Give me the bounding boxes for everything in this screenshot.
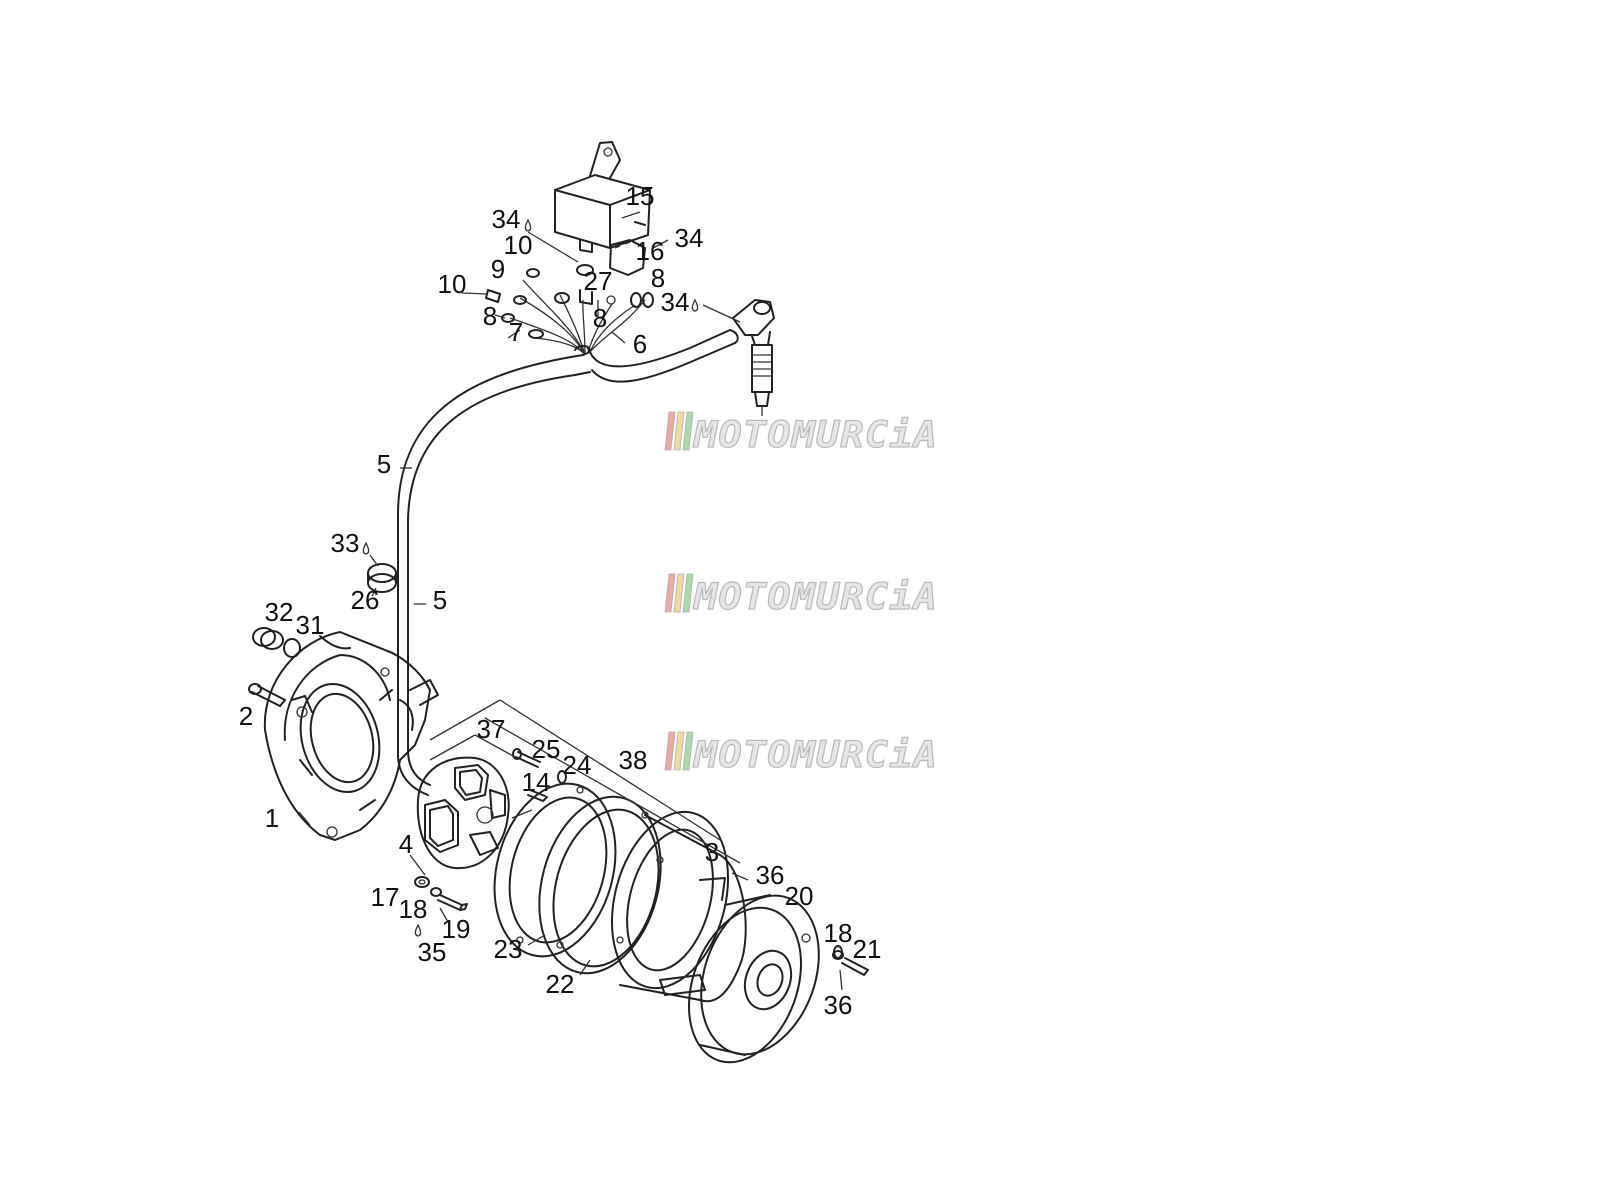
callout-9: 9: [491, 254, 505, 284]
watermark-text: MOTOMURCiA: [693, 415, 938, 456]
wiring-terminals: [485, 268, 654, 356]
screw-part-14: [527, 789, 548, 802]
circlip-part-31: [283, 638, 301, 658]
callout-18: 18: [824, 918, 853, 948]
callout-22: 22: [546, 969, 575, 999]
watermark-logo: MOTOMURCiA: [664, 411, 938, 457]
spark-plug-cap: [732, 299, 775, 346]
callout-35: 35: [418, 937, 447, 967]
callout-27: 27: [584, 266, 613, 296]
callout-3: 3: [705, 837, 719, 867]
callout-10: 10: [504, 230, 533, 260]
callout-37: 37: [477, 714, 506, 744]
grommet-part-26: [367, 563, 397, 593]
callout-36: 36: [756, 860, 785, 890]
callout-23: 23: [494, 934, 523, 964]
rotor-part-3: [610, 810, 747, 1003]
screw-part-19: [437, 894, 468, 911]
watermark-stripe: [673, 731, 685, 771]
callout-14: 14: [522, 767, 551, 797]
washer-part-18-left: [430, 887, 442, 897]
callout-33: 33: [331, 528, 360, 558]
flywheel-part-20: [687, 894, 820, 1064]
watermark-stripe: [673, 573, 685, 613]
callout-26: 26: [351, 585, 380, 615]
fuse-holder-part-27: [576, 264, 616, 305]
watermark-logo: MOTOMURCiA: [664, 731, 938, 777]
callout-6: 6: [633, 329, 647, 359]
callout-24: 24: [563, 750, 592, 780]
grease-drop-icons: [362, 218, 699, 937]
ht-lead-part-6: [589, 329, 739, 383]
gasket-part-23: [493, 782, 617, 958]
watermarks: MOTOMURCiA MOTOMURCiA MOTOMURCiA: [664, 411, 938, 777]
callout-25: 25: [532, 734, 561, 764]
callout-1: 1: [265, 803, 279, 833]
watermark-text: MOTOMURCiA: [693, 735, 938, 776]
callout-15: 15: [626, 181, 655, 211]
washer-part-17: [414, 876, 430, 888]
watermark-stripe: [682, 411, 694, 451]
callout-19: 19: [442, 914, 471, 944]
callout-31: 31: [296, 610, 325, 640]
flywheel-cover-part-1: [263, 631, 439, 841]
callout-10: 10: [438, 269, 467, 299]
callout-5: 5: [377, 449, 391, 479]
callout-7: 7: [509, 317, 523, 347]
watermark-stripe: [673, 411, 685, 451]
ring-part-22: [538, 795, 662, 975]
callout-17: 17: [371, 882, 400, 912]
callout-32: 32: [265, 597, 294, 627]
watermark-stripe: [664, 731, 676, 771]
callout-36: 36: [824, 990, 853, 1020]
wiring-harness-part-5: [397, 344, 591, 796]
watermark-logo: MOTOMURCiA: [664, 573, 938, 619]
watermark-stripe: [682, 573, 694, 613]
callout-8: 8: [593, 303, 607, 333]
stator-part-4: [416, 756, 510, 870]
watermark-text: MOTOMURCiA: [693, 577, 938, 618]
cdi-unit-part-15: [554, 141, 651, 253]
callout-2: 2: [239, 701, 253, 731]
callout-34: 34: [675, 223, 704, 253]
callout-5: 5: [433, 585, 447, 615]
callout-18: 18: [399, 894, 428, 924]
bolt-part-2: [248, 683, 286, 707]
leader-lines: [298, 211, 843, 991]
seal-part-32: [252, 627, 284, 650]
callout-20: 20: [785, 881, 814, 911]
callout-34: 34: [492, 204, 521, 234]
callout-21: 21: [853, 934, 882, 964]
callout-4: 4: [399, 829, 413, 859]
callout-38: 38: [619, 745, 648, 775]
washer-part-24: [557, 770, 567, 784]
callout-8: 8: [651, 263, 665, 293]
watermark-stripe: [682, 731, 694, 771]
washer-part-18-right: [833, 945, 843, 959]
callout-8: 8: [483, 301, 497, 331]
watermark-stripe: [664, 573, 676, 613]
connector-part-16: [609, 239, 646, 276]
callout-34: 34: [661, 287, 690, 317]
callout-16: 16: [636, 236, 665, 266]
watermark-stripe: [664, 411, 676, 451]
spark-plug: [751, 344, 773, 416]
screw-part-25: [512, 748, 541, 768]
